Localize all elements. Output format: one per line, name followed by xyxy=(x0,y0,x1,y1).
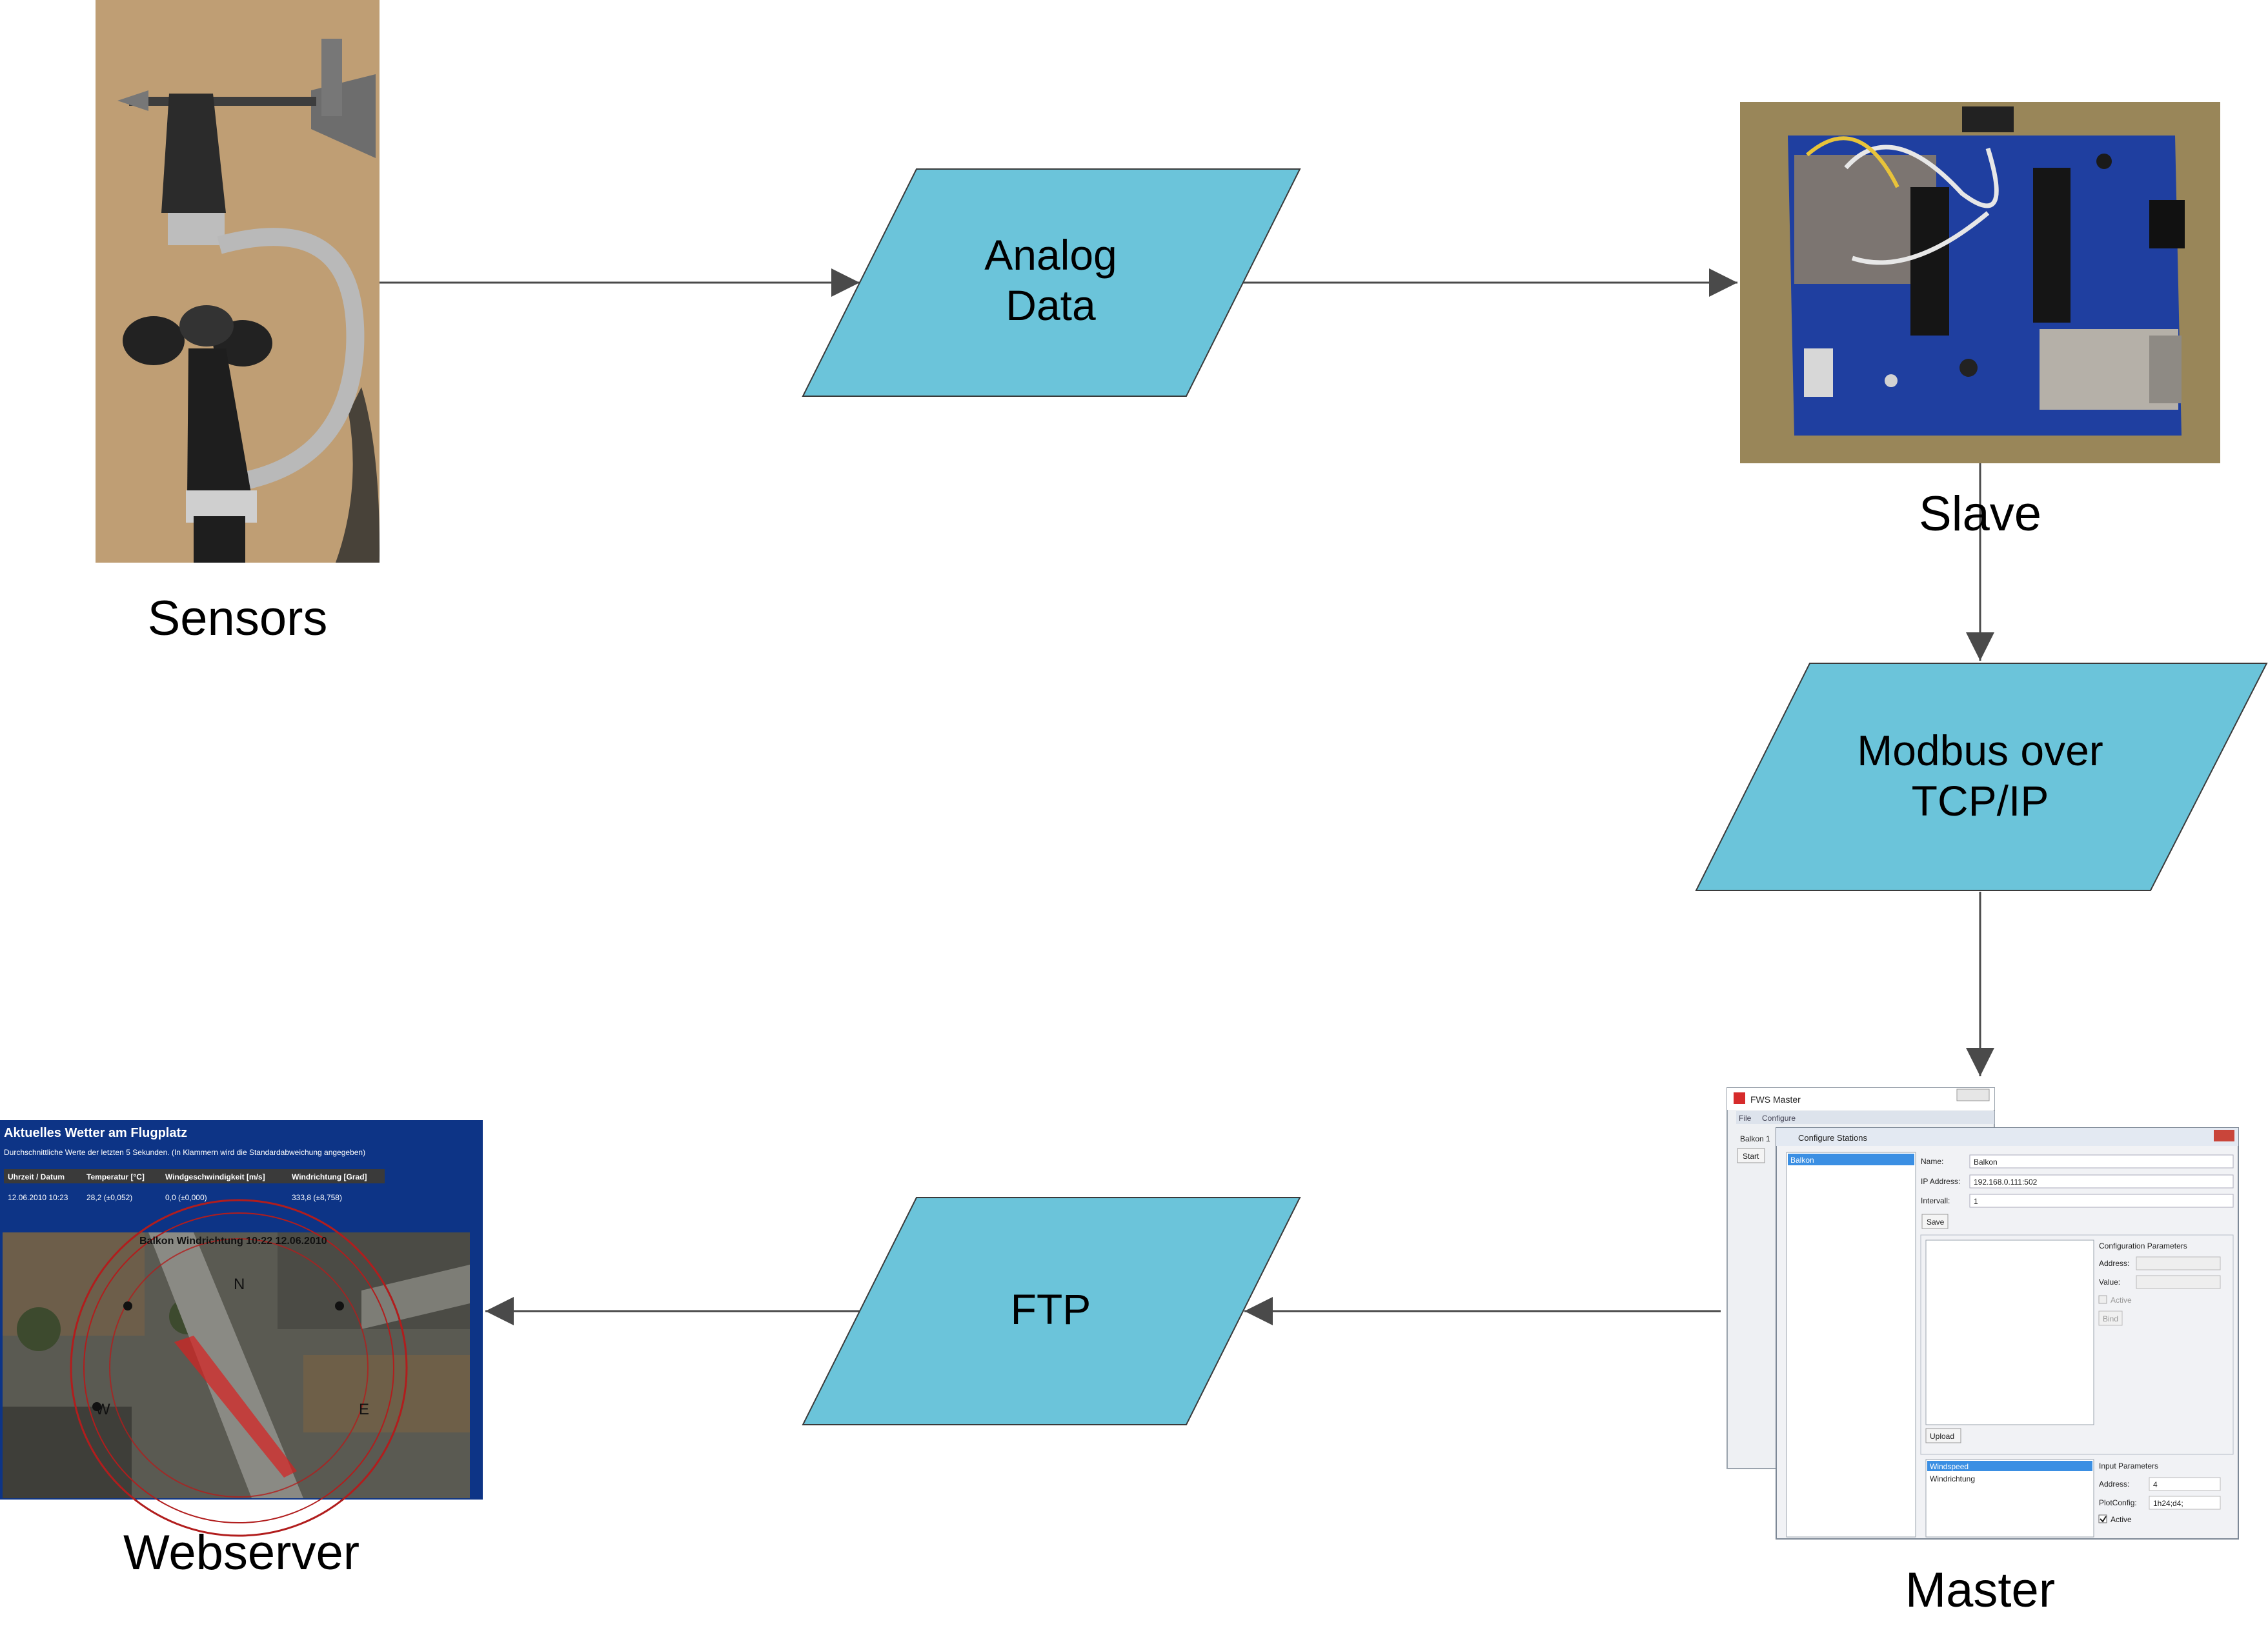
plotconfig-label: PlotConfig: xyxy=(2099,1498,2137,1507)
web-col-0: Uhrzeit / Datum xyxy=(8,1172,65,1181)
webserver-label: Webserver xyxy=(123,1525,359,1580)
ip-label: IP Address: xyxy=(1921,1177,1960,1186)
config-active-checkbox[interactable] xyxy=(2098,1295,2107,1304)
config-value-field[interactable] xyxy=(2136,1275,2221,1289)
ftp-node: FTP xyxy=(802,1197,1301,1425)
station-list-item-label: Balkon xyxy=(1790,1156,1814,1165)
master-label: Master xyxy=(1905,1563,2055,1618)
ip-field[interactable] xyxy=(1969,1174,2234,1189)
save-button[interactable] xyxy=(1921,1214,1949,1229)
start-button[interactable] xyxy=(1737,1148,1765,1163)
plotconfig-field[interactable] xyxy=(2149,1496,2221,1510)
input-address-field[interactable] xyxy=(2149,1477,2221,1491)
web-col-1: Temperatur [°C] xyxy=(86,1172,145,1181)
web-col-3: Windrichtung [Grad] xyxy=(292,1172,367,1181)
webserver-screenshot: Aktuelles Wetter am Flugplatz Durchschni… xyxy=(0,1120,483,1537)
master-screenshot: FWS Master File Configure Balkon 1 Start… xyxy=(1726,1087,2239,1540)
interval-label: Intervall: xyxy=(1921,1196,1950,1205)
plotconfig-value: 1h24;d4; xyxy=(2153,1499,2183,1508)
analog-data-label-line2: Data xyxy=(1006,281,1096,329)
input-item-windspeed[interactable] xyxy=(1927,1461,2092,1471)
interval-value: 1 xyxy=(1974,1197,1978,1206)
config-address-label: Address: xyxy=(2099,1259,2129,1268)
name-value: Balkon xyxy=(1974,1158,1998,1167)
station-tab-label: Balkon 1 xyxy=(1740,1134,1770,1143)
slave-photo xyxy=(1740,102,2220,463)
compass-n: N xyxy=(234,1276,245,1293)
sensors-label: Sensors xyxy=(148,591,328,646)
web-cell-3: 333,8 (±8,758) xyxy=(292,1193,342,1202)
bind-button[interactable] xyxy=(2098,1310,2123,1326)
ftp-label: FTP xyxy=(1011,1285,1091,1333)
sensors-photo xyxy=(96,0,380,563)
input-address-value: 4 xyxy=(2153,1480,2158,1489)
start-button-label: Start xyxy=(1743,1152,1759,1161)
master-window-title: FWS Master xyxy=(1750,1094,1801,1105)
upload-button-label: Upload xyxy=(1930,1432,1954,1441)
modbus-label-line2: TCP/IP xyxy=(1912,777,2049,825)
web-title: Aktuelles Wetter am Flugplatz xyxy=(4,1126,187,1140)
menu-configure[interactable]: Configure xyxy=(1762,1114,1796,1123)
web-subtitle: Durchschnittliche Werte der letzten 5 Se… xyxy=(4,1148,365,1157)
config-params-title: Configuration Parameters xyxy=(2099,1241,2187,1250)
analog-data-label-line1: Analog xyxy=(984,231,1117,279)
save-button-label: Save xyxy=(1927,1218,1945,1227)
modbus-node: Modbus over TCP/IP xyxy=(1695,663,2268,891)
dialog-close-button[interactable] xyxy=(2214,1130,2234,1141)
web-cell-1: 28,2 (±0,052) xyxy=(86,1193,132,1202)
slave-label: Slave xyxy=(1919,487,2041,541)
modbus-label-line1: Modbus over xyxy=(1857,727,2103,774)
menu-file[interactable]: File xyxy=(1739,1114,1752,1123)
input-item-windspeed-label: Windspeed xyxy=(1930,1462,1969,1471)
input-address-label: Address: xyxy=(2099,1480,2129,1489)
config-list[interactable] xyxy=(1925,1240,2094,1425)
ip-value: 192.168.0.111:502 xyxy=(1974,1178,2038,1187)
web-col-2: Windgeschwindigkeit [m/s] xyxy=(165,1172,265,1181)
input-params-title: Input Parameters xyxy=(2099,1461,2158,1470)
bind-button-label: Bind xyxy=(2103,1314,2118,1323)
aerial-map: N W E xyxy=(3,1199,470,1537)
connectors xyxy=(380,268,1994,1325)
config-value-label: Value: xyxy=(2099,1278,2120,1287)
station-list-item[interactable] xyxy=(1788,1154,1914,1165)
map-title: Balkon Windrichtung 10:22 12.06.2010 xyxy=(139,1236,327,1247)
config-address-field[interactable] xyxy=(2136,1256,2221,1270)
web-cell-0: 12.06.2010 10:23 xyxy=(8,1193,68,1202)
input-active-label: Active xyxy=(2111,1515,2132,1524)
name-field[interactable] xyxy=(1969,1154,2234,1169)
dialog-title: Configure Stations xyxy=(1798,1133,1867,1143)
upload-button[interactable] xyxy=(1925,1428,1961,1443)
web-cell-2: 0,0 (±0,000) xyxy=(165,1193,207,1202)
config-active-label: Active xyxy=(2111,1296,2132,1305)
analog-data-node: Analog Data xyxy=(802,168,1301,397)
compass-e: E xyxy=(359,1401,369,1418)
name-label: Name: xyxy=(1921,1157,1943,1166)
interval-field[interactable] xyxy=(1969,1194,2234,1208)
input-item-windrichtung-label[interactable]: Windrichtung xyxy=(1930,1474,1975,1483)
input-active-checkbox[interactable] xyxy=(2098,1514,2107,1523)
